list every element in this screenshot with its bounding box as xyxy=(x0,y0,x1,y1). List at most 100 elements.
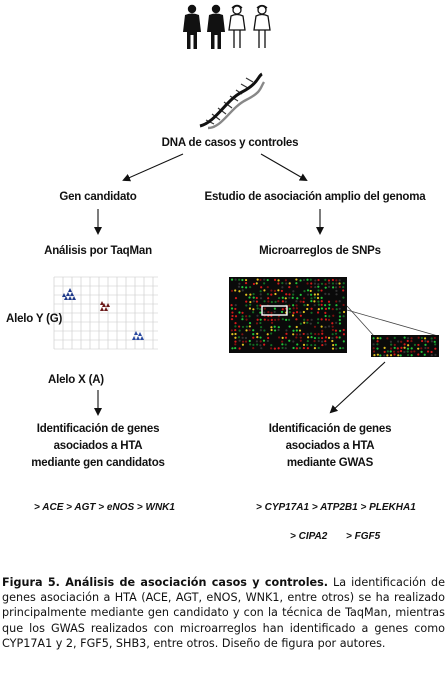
array-spot xyxy=(331,328,334,332)
array-spot xyxy=(280,289,284,293)
array-spot xyxy=(324,343,327,346)
array-spot xyxy=(263,282,266,285)
array-spot xyxy=(393,346,396,350)
array-spot xyxy=(238,311,241,314)
array-spot xyxy=(238,339,241,342)
array-spot xyxy=(327,279,331,282)
array-spot xyxy=(306,333,309,336)
array-spot xyxy=(399,354,402,357)
taqman-label: Análisis por TaqMan xyxy=(44,245,152,257)
array-spot xyxy=(292,346,295,350)
array-spot xyxy=(298,333,302,336)
array-spot xyxy=(310,332,313,335)
array-spot xyxy=(433,340,436,343)
array-spot xyxy=(306,293,310,296)
array-spot xyxy=(331,286,335,289)
dna-helix-icon xyxy=(199,72,266,130)
candidate-result-line2: asociados a HTA xyxy=(53,440,143,452)
array-spot xyxy=(288,311,291,314)
array-spot xyxy=(310,300,313,303)
candidate-result-line3: mediante gen candidatos xyxy=(31,457,165,469)
array-spot xyxy=(277,300,280,303)
array-spot xyxy=(248,329,251,332)
array-spot xyxy=(339,329,342,332)
array-spot xyxy=(309,293,313,296)
array-spot xyxy=(342,315,345,318)
array-spot xyxy=(302,278,306,282)
array-spot xyxy=(241,311,244,314)
array-spot xyxy=(248,325,251,328)
array-spot xyxy=(248,296,251,299)
array-spot xyxy=(245,300,248,303)
array-spot xyxy=(267,300,270,303)
array-spot xyxy=(302,346,305,350)
array-spot xyxy=(263,318,266,321)
array-spot xyxy=(252,308,255,311)
candidate-result-line1: Identificación de genes xyxy=(36,423,160,435)
array-spot xyxy=(306,339,309,343)
gwas-genes-line1: > CYP17A1 > ATP2B1 > PLEKHA1 xyxy=(256,502,416,513)
array-spot xyxy=(327,285,331,288)
array-spot xyxy=(267,297,270,300)
array-spot xyxy=(277,296,281,300)
array-spot xyxy=(306,278,309,281)
array-spot xyxy=(417,343,420,347)
array-spot xyxy=(424,343,427,346)
array-spot xyxy=(317,346,320,350)
array-spot xyxy=(423,337,427,340)
array-spot xyxy=(320,282,324,285)
array-spot xyxy=(324,304,327,307)
array-spot xyxy=(335,300,338,303)
array-spot xyxy=(248,321,252,325)
array-spot xyxy=(234,315,238,318)
array-spot xyxy=(231,332,234,336)
array-spot xyxy=(259,340,262,343)
array-spot xyxy=(259,311,262,314)
array-spot xyxy=(342,282,345,285)
array-spot xyxy=(434,353,437,357)
array-spot xyxy=(292,340,295,343)
array-spot xyxy=(284,343,287,346)
array-spot xyxy=(310,336,313,339)
array-spot xyxy=(306,303,309,307)
array-spot xyxy=(335,279,338,282)
array-spot xyxy=(331,322,334,325)
array-spot xyxy=(303,318,306,321)
array-spot xyxy=(256,304,259,307)
array-spot xyxy=(249,300,252,304)
array-spot xyxy=(390,343,393,346)
array-spot xyxy=(244,282,248,285)
array-spot xyxy=(306,282,309,285)
array-spot xyxy=(342,285,345,289)
array-spot xyxy=(320,296,323,299)
array-spot xyxy=(309,278,312,281)
array-spot xyxy=(245,293,248,296)
caption-title: Figura 5. Análisis de asociación casos y… xyxy=(2,576,329,589)
array-spot xyxy=(306,343,309,346)
array-spot xyxy=(259,278,262,282)
array-spot xyxy=(317,282,320,286)
array-spot xyxy=(403,336,406,339)
array-spot xyxy=(234,304,237,307)
array-spot xyxy=(327,336,331,339)
microarray-zoom-inset xyxy=(371,335,439,357)
array-spot xyxy=(423,353,426,356)
array-spot xyxy=(310,282,313,285)
array-spot xyxy=(280,310,284,314)
array-spot xyxy=(273,310,276,314)
array-spot xyxy=(234,307,237,311)
array-spot xyxy=(406,339,409,343)
snp-microarray-label: Microarreglos de SNPs xyxy=(259,245,381,257)
array-spot xyxy=(281,282,284,285)
array-spot xyxy=(426,340,430,343)
array-spot xyxy=(389,350,392,353)
array-spot xyxy=(332,314,335,317)
array-spot xyxy=(234,328,237,332)
array-spot xyxy=(376,353,379,356)
array-spot xyxy=(241,315,244,318)
array-spot xyxy=(255,343,259,346)
array-spot xyxy=(410,347,413,350)
array-spot xyxy=(281,318,284,321)
array-spot xyxy=(324,282,327,286)
array-spot xyxy=(241,325,245,329)
